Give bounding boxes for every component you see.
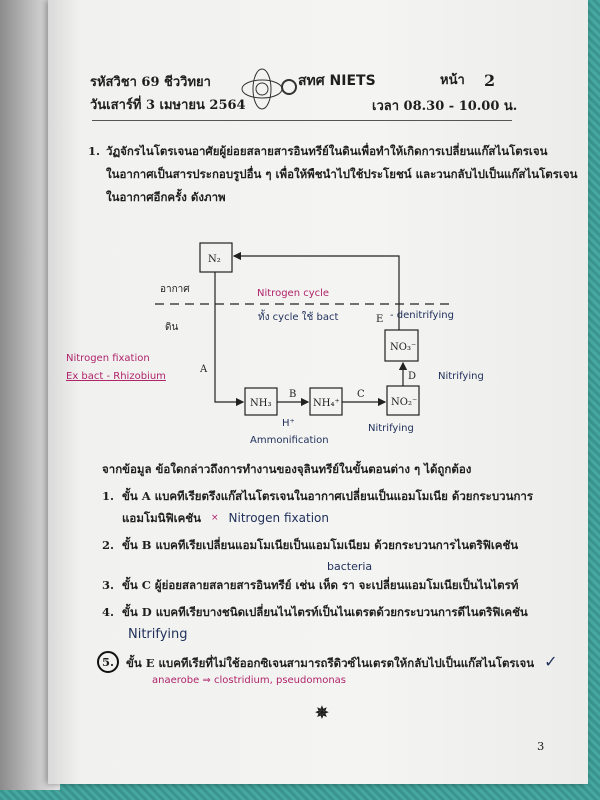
node-nh4: NH₄⁺ <box>313 398 340 409</box>
option-5-number[interactable]: 5. <box>97 651 119 673</box>
question-prompt: จากข้อมูล ข้อใดกล่าวถึงการทำงานของจุลินท… <box>102 462 472 476</box>
option-1[interactable]: 1. ขั้น A แบคทีเรียตรึงแก๊สไนโตรเจนในอาก… <box>102 485 582 529</box>
hw-c-note: Nitrifying <box>368 423 414 434</box>
question-block: 1. วัฏจักรไนโตรเจนอาศัยผู้ย่อยสลายสารอิน… <box>88 140 577 209</box>
step-a: A <box>199 364 208 375</box>
hw-opt5-note: anaerobe ⇒ clostridium, pseudomonas <box>152 675 347 686</box>
option-1-number[interactable]: 1. <box>102 489 115 503</box>
check-mark: ✓ <box>544 652 558 671</box>
arrow-e <box>232 251 400 330</box>
hw-a-note1: Nitrogen fixation <box>66 353 150 364</box>
air-label: อากาศ <box>160 284 190 295</box>
option-1-text-2[interactable]: แอมโมนิฟิเคชัน <box>122 511 201 525</box>
step-d: D <box>408 371 416 382</box>
option-3-number[interactable]: 3. <box>102 578 115 592</box>
soil-label: ดิน <box>165 322 178 333</box>
node-n2: N₂ <box>208 254 221 265</box>
node-no2: NO₂⁻ <box>391 397 417 408</box>
step-c: C <box>357 389 365 400</box>
x-mark: × <box>210 513 219 523</box>
n2-box <box>199 242 233 273</box>
option-1-text[interactable]: ขั้น A แบคทีเรียตรึงแก๊สไนโตรเจนในอากาศเ… <box>122 489 534 503</box>
page-number: 2 <box>484 71 496 90</box>
subject-code: รหัสวิชา 69 ชีววิทยา <box>90 75 211 90</box>
node-no3: NO₃⁻ <box>390 342 416 353</box>
exam-date: วันเสาร์ที่ 3 เมษายน 2564 <box>90 98 246 113</box>
question-line: ในอากาศเป็นสารประกอบรูปอื่น ๆ เพื่อให้พื… <box>106 167 578 181</box>
question-number: 1. <box>88 144 101 158</box>
page-label: หน้า <box>440 73 465 88</box>
option-2[interactable]: 2. ขั้น B แบคทีเรียเปลี่ยนแอมโมเนียเป็นแ… <box>102 534 582 556</box>
option-2-text[interactable]: ขั้น B แบคทีเรียเปลี่ยนแอมโมเนียเป็นแอมโ… <box>122 538 519 552</box>
exam-time: เวลา 08.30 - 10.00 น. <box>372 99 518 114</box>
option-3[interactable]: 3. ขั้น C ผู้ย่อยสลายสลายสารอินทรีย์ เช่… <box>102 574 582 596</box>
option-3-text[interactable]: ขั้น C ผู้ย่อยสลายสลายสารอินทรีย์ เช่น เ… <box>122 578 519 592</box>
hw-note: ทั้ง cycle ใช้ bact <box>258 312 339 323</box>
option-4-number[interactable]: 4. <box>102 605 115 619</box>
hw-e-note: - denitrifying <box>390 310 454 321</box>
hw-opt1-note: Nitrogen fixation <box>228 511 329 525</box>
question-row: ในอากาศอีกครั้ง ดังภาพ <box>88 186 568 209</box>
hw-title: Nitrogen cycle <box>257 288 330 299</box>
exam-page <box>48 0 588 784</box>
hw-d-note: Nitrifying <box>438 371 484 382</box>
question-row: ในอากาศเป็นสารประกอบรูปอื่น ๆ เพื่อให้พื… <box>88 163 577 186</box>
option-4-text[interactable]: ขั้น D แบคทีเรียบางชนิดเปลี่ยนไนไตรท์เป็… <box>122 605 528 619</box>
logo-text: สทศ NIETS <box>298 73 376 89</box>
no3-box <box>384 329 419 362</box>
ornament-icon: ✵ <box>315 703 329 722</box>
step-e: E <box>376 314 383 325</box>
hw-opt4-note: Nitrifying <box>128 627 188 642</box>
question-row: 1. วัฏจักรไนโตรเจนอาศัยผู้ย่อยสลายสารอิน… <box>88 140 568 163</box>
option-2-number[interactable]: 2. <box>102 538 115 552</box>
hw-b-h: H⁺ <box>282 418 295 429</box>
arrow-a <box>214 272 245 407</box>
hw-opt3-note: bacteria <box>327 560 373 573</box>
option-5-text[interactable]: ขั้น E แบคทีเรียที่ไม่ใช้ออกซิเจนสามารถร… <box>126 656 535 670</box>
node-nh3: NH₃ <box>250 398 271 409</box>
hw-a-note2: Ex bact - Rhizobium <box>66 371 166 382</box>
question-line: ในอากาศอีกครั้ง ดังภาพ <box>106 190 226 204</box>
answer-block: จากข้อมูล ข้อใดกล่าวถึงการทำงานของจุลินท… <box>97 458 582 724</box>
hw-b-note: Ammonification <box>250 435 329 446</box>
question-line: วัฏจักรไนโตรเจนอาศัยผู้ย่อยสลายสารอินทรี… <box>106 144 548 158</box>
header-divider <box>92 120 512 121</box>
option-4[interactable]: 4. ขั้น D แบคทีเรียบางชนิดเปลี่ยนไนไตรท์… <box>102 601 582 646</box>
footer-page-number: 3 <box>537 739 545 753</box>
step-b: B <box>289 389 296 400</box>
option-5[interactable]: 5. ขั้น E แบคทีเรียที่ไม่ใช้ออกซิเจนสามา… <box>97 651 582 674</box>
